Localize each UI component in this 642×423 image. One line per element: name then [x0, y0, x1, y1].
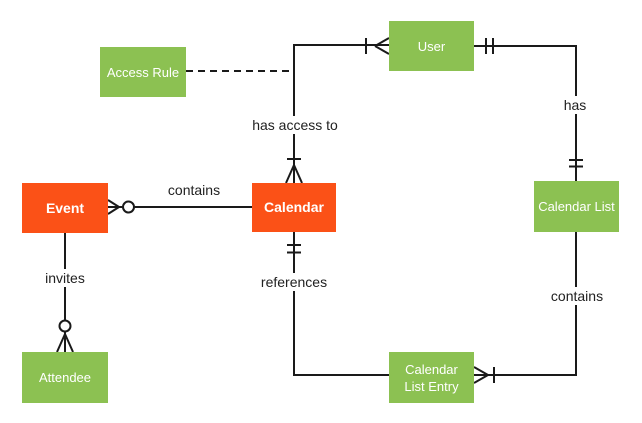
entity-event[interactable]: Event: [22, 183, 108, 233]
connector-contains-event-calendar: [107, 199, 252, 215]
crows-foot-many-calendar-end: [285, 164, 303, 184]
connector-invites: [56, 233, 74, 353]
connector-contains-list-entry: [473, 232, 577, 384]
rel-label-has-access-to: has access to: [248, 116, 342, 134]
rel-label-contains-events: contains: [163, 181, 225, 199]
rel-label-references: references: [256, 273, 332, 291]
entity-user-label: User: [417, 38, 446, 54]
double-bar-calendar-list-end: [569, 159, 583, 168]
double-bar-calendar-end: [287, 244, 301, 254]
entity-calendar-list-label: Calendar List: [538, 199, 615, 214]
entity-calendar-list-entry[interactable]: Calendar List Entry: [389, 352, 474, 403]
crows-foot-many-event-end: [107, 199, 120, 215]
entity-event-label: Event: [45, 199, 85, 216]
entity-access-rule-label: Access Rule: [106, 64, 180, 80]
connector-references: [287, 232, 389, 376]
entity-access-rule[interactable]: Access Rule: [100, 47, 186, 97]
entity-calendar-list[interactable]: Calendar List: [534, 181, 619, 232]
entity-calendar-label: Calendar: [264, 199, 324, 215]
connector-has-access-to: [285, 37, 390, 184]
crows-foot-many-entry-end: [473, 366, 489, 384]
rel-label-contains-entries: contains: [546, 287, 608, 305]
rel-label-has: has: [559, 96, 591, 114]
crows-foot-many-attendee-end: [56, 333, 74, 353]
double-bar-user-end: [485, 38, 494, 54]
entity-calendar[interactable]: Calendar: [252, 183, 336, 232]
rel-label-invites: invites: [41, 269, 89, 287]
entity-attendee[interactable]: Attendee: [22, 352, 108, 403]
zero-circle-event-end: [122, 200, 135, 214]
entity-calendar-list-entry-label: Calendar List Entry: [404, 361, 459, 394]
connector-has: [474, 38, 583, 181]
entity-attendee-label: Attendee: [38, 370, 92, 385]
crows-foot-many-user-end: [374, 37, 390, 55]
zero-circle-attendee-end: [58, 319, 72, 333]
entity-user[interactable]: User: [389, 21, 474, 71]
